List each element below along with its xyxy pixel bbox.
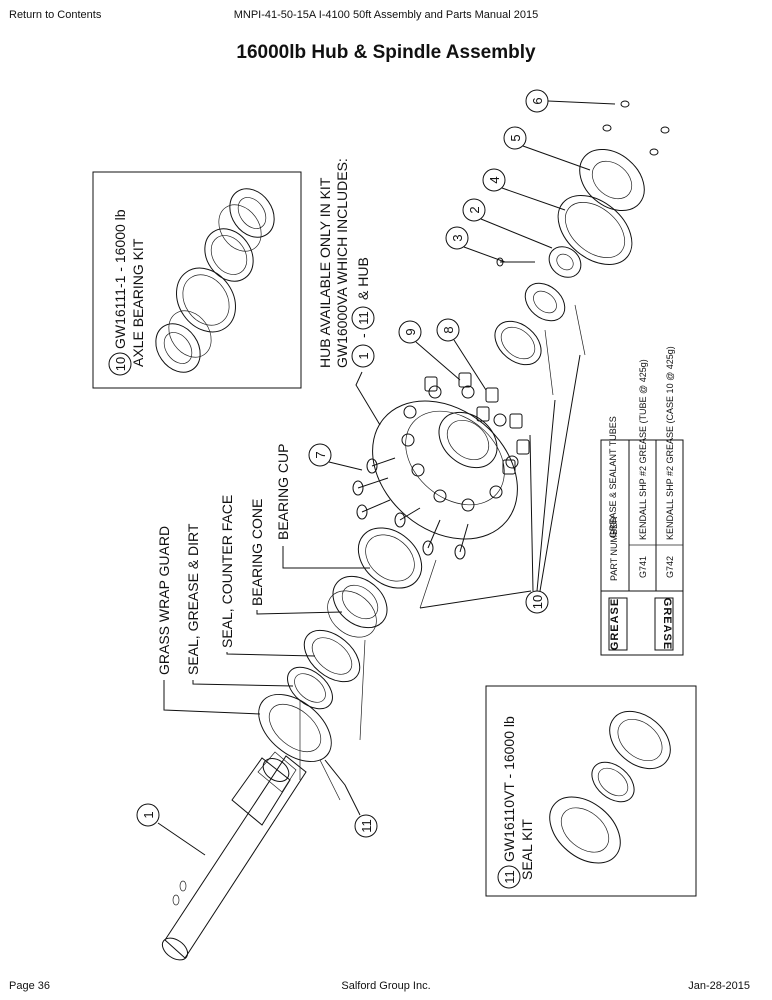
outer-bearing-cone — [524, 282, 566, 322]
grease-logo-text: GREASE — [609, 598, 621, 650]
label-seal-counter-face: SEAL, COUNTER FACE — [219, 495, 235, 648]
seal-kit-parts-illustration — [549, 710, 671, 864]
hub-cap-bolts — [602, 100, 670, 156]
grease-logo-text-2: GREASE — [661, 598, 673, 650]
return-to-contents-link[interactable]: Return to Contents — [9, 9, 102, 21]
callout-6-label: 6 — [530, 97, 545, 104]
outer-bearing-cup — [494, 320, 542, 366]
inner-bearing-cone — [327, 575, 388, 638]
inner-bearing-cup — [357, 527, 423, 589]
bearing-kit-subtitle: AXLE BEARING KIT — [130, 238, 146, 367]
leader-seal-counter-face — [226, 652, 316, 657]
callout-4: 4 — [482, 168, 566, 211]
wheel-nuts — [424, 372, 530, 475]
label-bearing-cup: BEARING CUP — [275, 444, 291, 540]
callout-10-label: 10 — [113, 357, 128, 371]
callout-11: 11 — [324, 759, 378, 838]
wheel-studs — [352, 457, 469, 560]
callout-3-label: 3 — [450, 234, 465, 241]
grass-wrap-guard — [258, 693, 332, 763]
exploded-axis-lines — [299, 639, 366, 801]
bearing-kit-box: 10 GW16111-1 - 16000 lb AXLE BEARING KIT — [92, 171, 302, 389]
grease-row1-part: G741 — [638, 556, 648, 578]
hub — [372, 385, 519, 540]
hub-note-dash: - — [355, 333, 371, 338]
label-bearing-cone-group: BEARING CONE — [249, 499, 265, 606]
spindle-nut — [548, 246, 582, 278]
hub-note-line1: HUB AVAILABLE ONLY IN KIT — [317, 177, 333, 368]
seal-kit-box: 11 GW16110VT - 16000 lb SEAL KIT — [485, 685, 697, 897]
label-seal-counter-face-group: SEAL, COUNTER FACE — [219, 495, 235, 648]
callout-3: 3 — [445, 226, 506, 263]
leader-seal-grease-dirt — [192, 680, 294, 687]
leader-bearing-cup — [282, 546, 370, 569]
callout-10-main-label: 10 — [530, 595, 545, 609]
seal-kit-number: 11 — [502, 870, 517, 884]
callout-9: 9 — [398, 320, 461, 381]
callout-5-label: 5 — [508, 134, 523, 141]
grease-table: GREASE GREASE PART NUMBER GREASE & SEALA… — [600, 346, 684, 656]
hub-note-to: 11 — [356, 311, 371, 325]
label-grass-wrap-guard-group: GRASS WRAP GUARD — [156, 526, 172, 675]
hub-note-to-bubble — [351, 306, 375, 330]
grease-row1-desc: KENDALL SHP #2 GREASE (TUBE @ 425g) — [638, 359, 648, 540]
hub-note-suffix: & HUB — [355, 257, 371, 300]
spindle — [161, 751, 307, 961]
cotter-pin — [496, 257, 535, 267]
seal-kit-title: GW16110VT - 16000 lb — [501, 716, 517, 862]
hub-cap-gasket — [557, 195, 633, 265]
exploded-axis-lines-2 — [419, 304, 586, 609]
callout-6: 6 — [525, 89, 616, 113]
hub-note-from-bubble — [351, 344, 375, 368]
hub-note-from: 1 — [356, 352, 371, 359]
hub-note-leader — [355, 371, 381, 426]
leader-bearing-cone — [256, 610, 343, 615]
label-seal-grease-dirt-group: SEAL, GREASE & DIRT — [185, 523, 201, 675]
callout-8: 8 — [436, 318, 487, 391]
callout-10-bubble — [108, 352, 132, 376]
seal-kit-subtitle: SEAL KIT — [519, 819, 535, 880]
leader-grass-wrap-guard — [163, 680, 261, 715]
document-id: MNPI-41-50-15A I-4100 50ft Assembly and … — [233, 9, 539, 21]
callout-4-label: 4 — [487, 176, 502, 183]
label-grass-wrap-guard: GRASS WRAP GUARD — [156, 526, 172, 675]
grease-row2-part: G742 — [665, 556, 675, 578]
bearing-kit-parts-illustration — [155, 188, 275, 373]
callout-8-label: 8 — [441, 326, 456, 333]
seal-grease-dirt — [287, 666, 333, 710]
bearing-kit-title: GW16111-1 - 16000 lb — [112, 209, 128, 349]
callout-7-label: 7 — [313, 451, 328, 458]
label-seal-grease-dirt: SEAL, GREASE & DIRT — [185, 523, 201, 675]
hub-cap — [579, 148, 645, 212]
company-name: Salford Group Inc. — [341, 980, 431, 992]
callout-9-label: 9 — [403, 328, 418, 335]
label-bearing-cone: BEARING CONE — [249, 499, 265, 606]
grease-col-tubes: GREASE & SEALANT TUBES — [608, 416, 618, 538]
callout-10: 10 — [419, 354, 581, 614]
grease-row2-desc: KENDALL SHP #2 GREASE (CASE 10 @ 425g) — [665, 346, 675, 540]
callout-5: 5 — [503, 126, 591, 171]
callout-2-label: 2 — [467, 206, 482, 213]
hub-note-line2: GW16000VA WHICH INCLUDES: — [334, 158, 350, 368]
hub-kit-note: HUB AVAILABLE ONLY IN KIT GW16000VA WHIC… — [317, 158, 375, 368]
document-date: Jan-28-2015 — [688, 980, 750, 992]
callout-1-label: 1 — [141, 811, 156, 818]
callout-1: 1 — [136, 803, 206, 856]
label-bearing-cup-group: BEARING CUP — [275, 444, 291, 540]
page-title: 16000lb Hub & Spindle Assembly — [236, 42, 536, 63]
callout-11-kit-bubble — [497, 865, 521, 889]
callout-11-label: 11 — [359, 819, 374, 833]
page-number: Page 36 — [9, 980, 50, 992]
grease-col-part-number: PART NUMBER — [609, 516, 619, 581]
callout-7: 7 — [308, 443, 363, 471]
callout-2: 2 — [462, 198, 553, 249]
grease-logo: GREASE GREASE — [608, 597, 674, 651]
seal-counter-face — [303, 629, 361, 683]
